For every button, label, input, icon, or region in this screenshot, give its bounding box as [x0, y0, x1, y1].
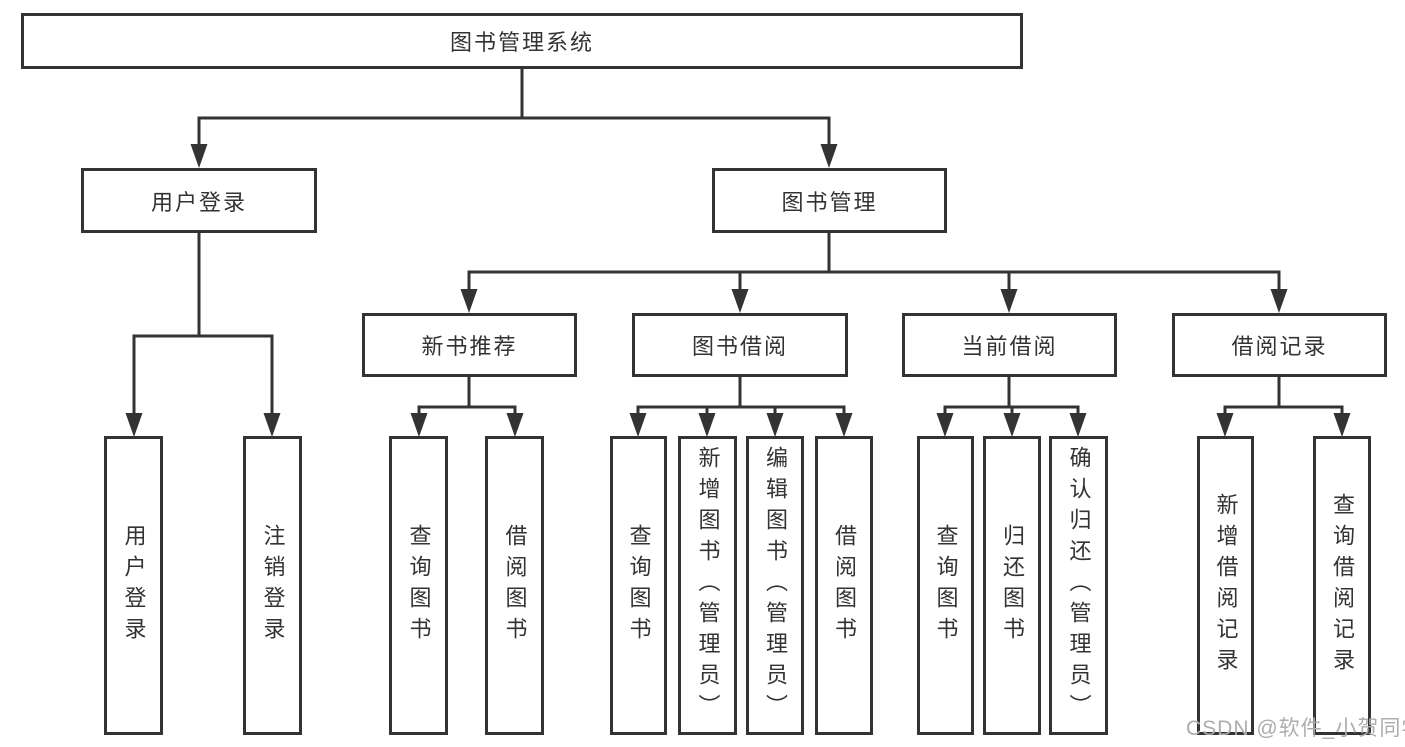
- leaf-edit-book-admin: 编辑图书（管理员）: [746, 436, 804, 735]
- leaf-return-books: 归还图书: [983, 436, 1041, 735]
- leaf-logout-login: 注销登录: [243, 436, 302, 735]
- node-current-borrow: 当前借阅: [902, 313, 1117, 377]
- arrowheads: [125, 144, 1351, 437]
- node-new-book-recommend: 新书推荐: [362, 313, 577, 377]
- node-borrow-records: 借阅记录: [1172, 313, 1387, 377]
- node-user-login: 用户登录: [81, 168, 317, 233]
- node-root: 图书管理系统: [21, 13, 1023, 69]
- leaf-confirm-return-admin: 确认归还（管理员）: [1049, 436, 1108, 735]
- leaf-add-borrow-record: 新增借阅记录: [1197, 436, 1254, 735]
- leaf-borrow-books-recommend: 借阅图书: [485, 436, 544, 735]
- leaf-borrow-books: 借阅图书: [815, 436, 873, 735]
- leaf-query-borrow-record: 查询借阅记录: [1313, 436, 1371, 735]
- leaf-add-book-admin: 新增图书（管理员）: [678, 436, 737, 735]
- leaf-query-books-recommend: 查询图书: [389, 436, 448, 735]
- leaf-query-books-borrow: 查询图书: [610, 436, 667, 735]
- node-book-management-label: 图书管理: [781, 189, 878, 215]
- node-root-label: 图书管理系统: [449, 30, 594, 55]
- node-user-login-label: 用户登录: [150, 189, 247, 215]
- node-book-borrow: 图书借阅: [632, 313, 848, 377]
- leaf-query-books-current: 查询图书: [917, 436, 974, 735]
- watermark: CSDN @软件_小贺同学: [1186, 717, 1405, 740]
- leaf-user-login: 用户登录: [104, 436, 163, 735]
- node-book-management: 图书管理: [712, 168, 947, 233]
